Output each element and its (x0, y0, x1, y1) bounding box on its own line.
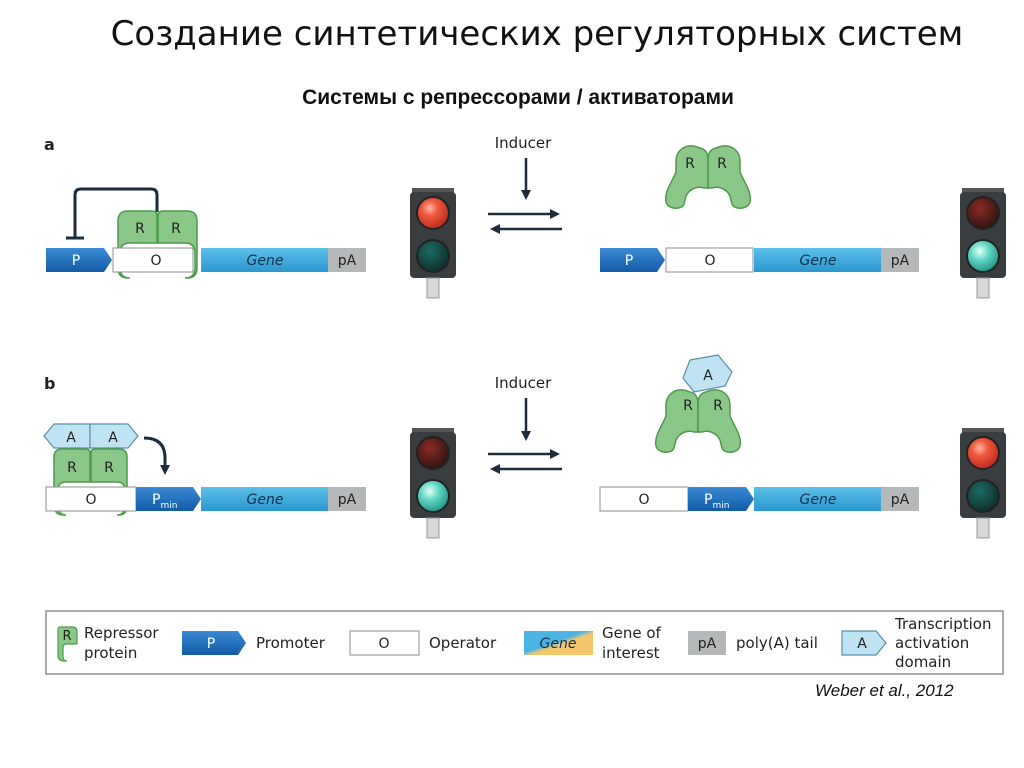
repressor-label-1: R (135, 221, 145, 237)
polya-shape (881, 248, 919, 272)
promoter-letter: P (152, 492, 160, 508)
panel-a-left-construct: P R R O Gene pA (46, 187, 366, 279)
gene-label: Gene (247, 253, 284, 269)
gene-glyph: Gene (540, 636, 577, 652)
operator-icon (349, 630, 420, 656)
polya-icon (688, 631, 726, 655)
polya-label: pA (891, 492, 910, 508)
operator-shape (599, 486, 689, 512)
promoter-glyph: P (207, 636, 215, 652)
min-promoter-shape (688, 487, 754, 511)
activator-label-3: A (703, 368, 713, 384)
gene-shape (754, 248, 881, 272)
panel-a-label: a (44, 135, 55, 154)
traffic-light-red-on (410, 188, 456, 299)
repressor-label-4: R (717, 156, 727, 172)
repressor-label-1: R (67, 460, 77, 476)
polya-glyph: pA (698, 636, 717, 652)
released-repressor-a: R R (664, 145, 752, 209)
promoter-subscript: min (712, 501, 729, 511)
inducer-label-a: Inducer (495, 134, 552, 152)
promoter-icon (182, 631, 246, 655)
repressor-icon (57, 626, 78, 662)
min-promoter-shape (136, 487, 201, 511)
panel-b-label: b (44, 374, 55, 393)
repression-line (73, 187, 159, 238)
polya-shape (328, 248, 366, 272)
min-promoter-label: Pmin (704, 492, 729, 511)
polya-label: pA (338, 492, 357, 508)
operator-shape (112, 247, 194, 273)
promoter-label: P (625, 253, 633, 269)
operator-shape (45, 486, 137, 512)
legend-gene-line1: Gene of (602, 624, 662, 642)
repressor-label-3: R (683, 398, 693, 414)
inducer-label-b: Inducer (495, 374, 552, 392)
repressor-glyph: R (62, 629, 71, 644)
operator-label: O (85, 492, 96, 508)
legend: R Repressor protein P Promoter O Operato… (45, 610, 1004, 675)
activation-domain (89, 423, 139, 449)
page-subtitle: Системы с репрессорами / активаторами (302, 86, 734, 109)
panel-b-right-construct: O Pmin Gene pA (599, 486, 919, 512)
operator-glyph: O (378, 636, 389, 652)
polya-shape (881, 487, 919, 511)
page-title: Создание синтетических регуляторных сист… (110, 14, 964, 54)
panel-a-right-construct: P O Gene pA (600, 247, 919, 273)
repressor-label-2: R (104, 460, 114, 476)
gene-icon (524, 631, 593, 655)
repressor-label-2: R (171, 221, 181, 237)
operator-label: O (150, 253, 161, 269)
legend-polya-label: poly(A) tail (736, 634, 818, 652)
legend-activation-line2: activation (895, 634, 969, 652)
legend-operator-label: Operator (429, 634, 497, 652)
repressor-label-3: R (685, 156, 695, 172)
released-activator-repressor: A R R (654, 354, 742, 453)
activation-domain (682, 354, 733, 393)
promoter-subscript: min (160, 501, 177, 511)
gene-shape (201, 248, 328, 272)
operator-shape (665, 247, 754, 273)
activator-label-2: A (108, 430, 118, 446)
promoter-letter: P (704, 492, 712, 508)
legend-gene-line2: interest (602, 644, 660, 662)
gene-shape (201, 487, 328, 511)
min-promoter-label: Pmin (152, 492, 177, 511)
legend-activation-line3: domain (895, 653, 951, 671)
activator-label-1: A (66, 430, 76, 446)
promoter-shape (600, 248, 665, 272)
legend-activation-line1: Transcription (894, 615, 991, 633)
traffic-light-green-on (410, 428, 456, 539)
panel-a: a P R R O Gene pA (44, 134, 1006, 299)
promoter-shape (46, 248, 112, 272)
gene-label: Gene (247, 492, 284, 508)
operator-label: O (704, 253, 715, 269)
gene-label: Gene (800, 253, 837, 269)
gene-label: Gene (800, 492, 837, 508)
operator-label: O (638, 492, 649, 508)
polya-label: pA (891, 253, 910, 269)
legend-promoter-label: Promoter (256, 634, 326, 652)
polya-shape (328, 487, 366, 511)
traffic-light-green-on (960, 188, 1006, 299)
promoter-label: P (72, 253, 80, 269)
polya-label: pA (338, 253, 357, 269)
repressor-label-4: R (713, 398, 723, 414)
repressor-dimer (117, 210, 198, 279)
activation-arrow (143, 436, 170, 475)
activation-glyph: A (857, 636, 867, 652)
legend-repressor-line2: protein (84, 644, 137, 662)
panel-b-left-construct: A A R R O Pmin Gene pA (43, 423, 366, 516)
repressor-subunit (90, 448, 128, 516)
traffic-light-red-on (960, 428, 1006, 539)
activation-domain-icon (841, 630, 887, 656)
gene-shape (754, 487, 881, 511)
citation: Weber et al., 2012 (815, 681, 954, 700)
panel-b: b A A R R O Pmin Gene pA (43, 354, 1006, 539)
legend-repressor-line1: Repressor (84, 624, 159, 642)
